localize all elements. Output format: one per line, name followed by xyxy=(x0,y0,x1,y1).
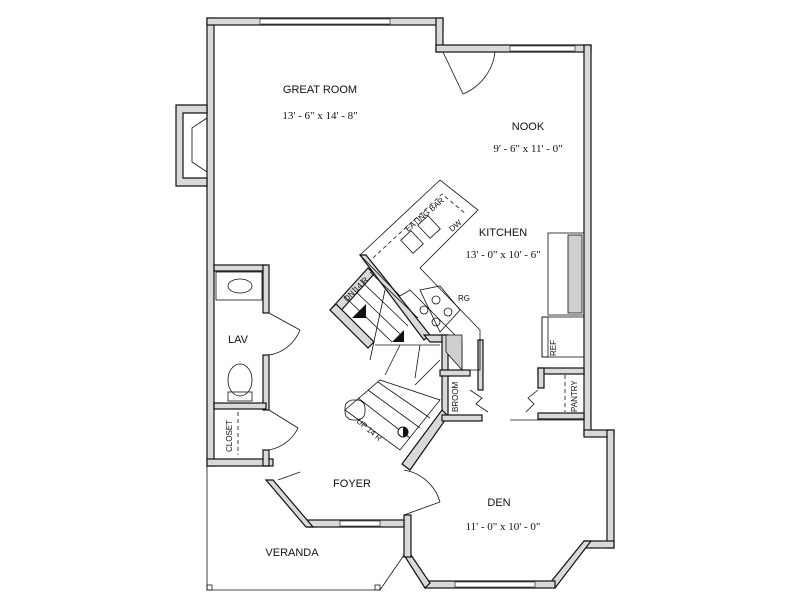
fireplace xyxy=(175,104,208,187)
toilet-bowl xyxy=(227,363,253,397)
den-size: 11' - 0" x 10' - 0" xyxy=(466,521,541,533)
foyer-label: FOYER xyxy=(333,478,371,490)
closet-right-wall xyxy=(262,449,270,467)
great-room-size: 13' - 6" x 14' - 8" xyxy=(282,110,357,122)
lav-bottom-wall xyxy=(213,402,267,410)
kitchen-size: 13' - 0" x 10' - 6" xyxy=(465,249,540,261)
pantry-left-wall xyxy=(537,367,545,389)
closet-bottom-wall xyxy=(206,458,274,467)
lav-right-wall-top xyxy=(262,264,270,314)
interior-walls xyxy=(213,254,585,471)
great-room-label: GREAT ROOM xyxy=(283,84,357,96)
sink-right xyxy=(417,215,441,239)
pantry-top-wall xyxy=(537,367,585,375)
stairs-down-label: DN 14 R xyxy=(342,275,370,303)
foyer-angled-wall xyxy=(264,479,315,528)
pantry-bottom-wall xyxy=(537,412,585,420)
stair-bottom-wall xyxy=(401,409,449,471)
toilet-tank xyxy=(227,391,253,402)
lav-right-wall-bottom xyxy=(262,354,270,411)
den-label: DEN xyxy=(487,497,510,509)
foyer-window xyxy=(339,520,381,527)
right-counter xyxy=(547,232,585,316)
doors xyxy=(268,51,584,516)
lav-sink-counter xyxy=(215,271,263,301)
newel-post xyxy=(344,399,366,421)
right-wall xyxy=(583,44,592,436)
den-left-wall xyxy=(403,514,412,558)
lav-sink xyxy=(227,278,253,294)
veranda-label: VERANDA xyxy=(265,547,319,559)
broom-label: BROOM xyxy=(451,381,460,412)
lav-fixtures xyxy=(215,271,263,455)
stair-arrow-down xyxy=(352,304,366,318)
nook-size: 9' - 6" x 11' - 0" xyxy=(493,143,562,155)
broom-bottom-wall xyxy=(441,414,483,422)
exterior-walls xyxy=(206,17,615,589)
kitchen-counter-wall xyxy=(358,254,431,341)
lav-top-wall xyxy=(213,264,267,272)
veranda xyxy=(206,466,405,591)
nook-label: NOOK xyxy=(512,121,545,133)
range xyxy=(419,285,461,333)
stairs-up-label: UP 14 R xyxy=(355,417,384,443)
closet-label: CLOSET xyxy=(225,420,234,452)
den-bay-right xyxy=(549,540,593,589)
dw-label: DW xyxy=(448,218,464,234)
sink-left xyxy=(400,230,424,254)
den-bay-left xyxy=(402,554,431,589)
lav-label: LAV xyxy=(228,334,249,346)
kitchen-label: KITCHEN xyxy=(479,227,527,239)
stairs xyxy=(343,271,441,451)
great-room-window xyxy=(259,18,391,25)
ref-label: REF xyxy=(549,340,558,356)
kitchen-counters xyxy=(359,179,585,412)
stair-arrow-up xyxy=(392,330,404,342)
den-bump-right xyxy=(606,429,615,549)
nook-window xyxy=(509,45,576,52)
stair-wall-left xyxy=(329,303,375,349)
pantry-label: PANTRY xyxy=(570,380,579,412)
left-wall xyxy=(206,17,215,467)
kitchen-end-wall xyxy=(477,339,484,391)
broom-top-wall xyxy=(439,369,471,377)
rg-label: RG xyxy=(458,294,470,303)
den-window xyxy=(454,581,536,588)
